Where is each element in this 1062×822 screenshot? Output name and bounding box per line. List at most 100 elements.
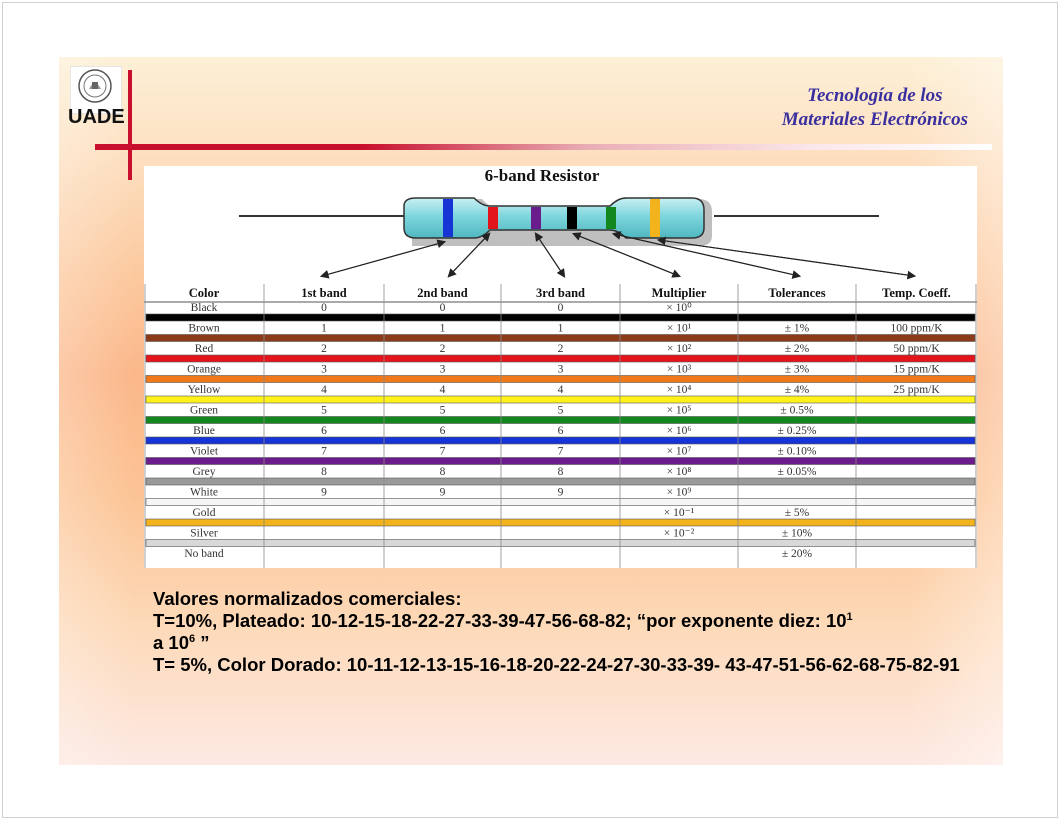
cell-tol: ± 3% xyxy=(785,364,810,376)
cell-b3: 7 xyxy=(558,446,564,458)
notes-line-2b: a 10 xyxy=(153,632,190,653)
cell-temp: 100 ppm/K xyxy=(890,323,943,335)
notes-tolerance-5: T= 5%, Color Dorado: 10-11-12-13-15-16-1… xyxy=(153,654,960,675)
cell-mult: × 10⁹ xyxy=(667,487,692,499)
cell-b2: 4 xyxy=(440,384,446,396)
cell-b2: 0 xyxy=(440,302,446,314)
notes-line-2b-end: ” xyxy=(195,632,210,653)
resistor-band-2 xyxy=(488,207,498,229)
color-stripe xyxy=(145,334,976,342)
cell-tol: ± 0.5% xyxy=(780,405,814,417)
cell-b1: 0 xyxy=(321,302,327,314)
cell-b1: 3 xyxy=(321,364,327,376)
cell-b1: 1 xyxy=(321,323,327,335)
resistor-band-5 xyxy=(606,207,616,229)
cell-color: Yellow xyxy=(188,384,221,396)
header-line-2: Materiales Electrónicos xyxy=(781,109,968,130)
cell-b3: 4 xyxy=(558,384,564,396)
cell-mult: × 10⁻¹ xyxy=(664,507,695,519)
cell-mult: × 10² xyxy=(667,343,692,355)
cell-b3: 3 xyxy=(558,364,564,376)
red-vertical-rule xyxy=(128,70,132,180)
notes-sup-1: 1 xyxy=(846,610,853,623)
cell-tol: ± 0.25% xyxy=(778,425,817,437)
cell-color: Grey xyxy=(193,466,216,478)
cell-b2: 7 xyxy=(440,446,446,458)
cell-temp: 50 ppm/K xyxy=(893,343,940,355)
cell-mult: × 10⁴ xyxy=(667,384,692,396)
cell-color: Orange xyxy=(187,364,221,376)
color-stripe xyxy=(145,354,976,363)
cell-b1: 7 xyxy=(321,446,327,458)
resistor-body xyxy=(403,197,705,239)
red-horizontal-rule xyxy=(95,144,992,150)
cell-tol: ± 10% xyxy=(782,528,813,540)
table-header-2: 2nd band xyxy=(417,286,467,300)
slide-header: Tecnología de los Materiales Electrónico… xyxy=(782,84,968,132)
resistor-band-6 xyxy=(650,199,660,237)
cell-color: Black xyxy=(191,302,218,314)
table-header-4: Multiplier xyxy=(652,286,707,300)
cell-tol: ± 5% xyxy=(785,507,810,519)
logo-text: UADE xyxy=(68,106,125,128)
cell-mult: × 10⁵ xyxy=(667,405,692,417)
cell-color: Brown xyxy=(188,323,220,335)
table-row: White 9 9 9 × 10⁹ xyxy=(145,487,976,506)
color-stripe xyxy=(145,457,976,465)
table-header-5: Tolerances xyxy=(768,286,825,300)
cell-b2: 8 xyxy=(440,466,446,478)
notes-line-2a: T=10%, Plateado: 10-12-15-18-22-27-33-39… xyxy=(153,610,847,631)
band-arrow-back-1 xyxy=(321,239,447,277)
cell-mult: × 10⁸ xyxy=(667,466,692,478)
cell-color: No band xyxy=(184,548,224,560)
cell-b1: 9 xyxy=(321,487,327,499)
cell-color: White xyxy=(190,487,218,499)
cell-mult: × 10¹ xyxy=(667,323,692,335)
color-stripe xyxy=(145,436,976,445)
notes-sup-6: 6 xyxy=(189,632,196,645)
cell-tol: ± 4% xyxy=(785,384,810,396)
cell-color: Violet xyxy=(190,446,219,458)
band-arrow-back-6 xyxy=(656,236,915,277)
cell-mult: × 10⁰ xyxy=(666,302,692,314)
cell-b1: 2 xyxy=(321,343,327,355)
cell-b1: 5 xyxy=(321,405,327,417)
color-stripe xyxy=(145,477,976,486)
cell-b3: 1 xyxy=(558,323,564,335)
cell-tol: ± 2% xyxy=(785,343,810,355)
cell-b2: 6 xyxy=(440,425,446,437)
cell-b3: 2 xyxy=(558,343,564,355)
band-arrow-back-5 xyxy=(611,231,800,277)
cell-color: Green xyxy=(190,405,218,417)
cell-tol: ± 20% xyxy=(782,548,813,560)
table-header-3: 3rd band xyxy=(536,286,585,300)
cell-tol: ± 0.10% xyxy=(778,446,817,458)
university-seal-icon xyxy=(78,69,112,103)
cell-b2: 3 xyxy=(440,364,446,376)
color-stripe xyxy=(145,498,976,506)
band-arrow-back-4 xyxy=(571,232,680,277)
cell-color: Red xyxy=(195,343,214,355)
cell-b2: 9 xyxy=(440,487,446,499)
cell-temp: 25 ppm/K xyxy=(893,384,940,396)
table-row: No band ± 20% xyxy=(184,548,812,560)
cell-b3: 8 xyxy=(558,466,564,478)
resistor-band-1 xyxy=(443,199,453,237)
header-line-1: Tecnología de los xyxy=(807,85,943,106)
figure-title: 6-band Resistor xyxy=(485,166,600,185)
cell-b3: 5 xyxy=(558,405,564,417)
cell-b3: 9 xyxy=(558,487,564,499)
band-arrow-back-3 xyxy=(534,232,565,277)
